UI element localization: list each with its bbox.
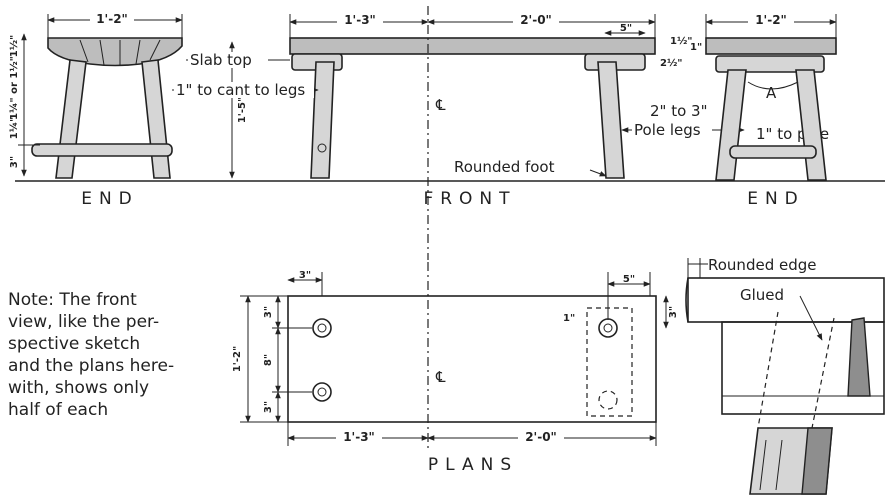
end-right-rail	[729, 145, 817, 159]
dim-leg-splay: 1¼" or 1½"	[8, 56, 20, 120]
callout-glued: Glued	[740, 286, 784, 304]
dim-plan-cleat: 5"	[623, 274, 635, 285]
note-line-2: view, like the per-	[8, 312, 159, 332]
end-left-leg-left	[55, 59, 87, 179]
detail-view: Rounded edge Glued	[685, 256, 885, 495]
front-slab	[289, 37, 656, 55]
dim-end-right-width: 1'-2"	[755, 13, 787, 27]
plan-view: 3" 1'-2" 3" 8" 3" 1'-3" 2'-0" 5" 3" 1" ℄…	[232, 262, 679, 475]
callout-pole-size: 2" to 3"	[650, 102, 707, 120]
end-left-slab	[47, 37, 183, 67]
plan-hole-bottom-left	[312, 382, 332, 402]
dim-plan-edge-left: 3"	[299, 270, 311, 281]
plan-hole-top-right	[598, 318, 618, 338]
dim-cleat-height: 2½"	[660, 58, 683, 69]
callout-rounded-foot: Rounded foot	[454, 158, 555, 176]
dim-plan-top: 3"	[263, 306, 274, 318]
note-block: Note: The front view, like the per- spec…	[8, 290, 174, 420]
callout-rounded-edge: Rounded edge	[708, 256, 816, 274]
dim-plan-center: 8"	[263, 354, 274, 366]
callout-slab-top: Slab top	[190, 51, 252, 69]
dim-end-width: 1'-2"	[96, 12, 128, 26]
dim-plan-right: 2'-0"	[525, 430, 557, 444]
plan-hole-top-left	[312, 318, 332, 338]
plan-cleat-outline	[586, 307, 633, 417]
end-view-right: A 1'-2" 1" END	[690, 13, 837, 209]
detail-cleat	[721, 321, 885, 415]
dim-plan-left: 1'-3"	[343, 430, 375, 444]
callouts-upper: Slab top 1" to cant to legs Rounded foot…	[172, 51, 829, 177]
detail-leg-hole	[757, 311, 835, 429]
dim-front-left: 1'-3"	[344, 13, 376, 27]
note-line-3: spective sketch	[8, 334, 140, 354]
detail-slab	[687, 277, 885, 323]
end-left-rail	[31, 143, 173, 157]
dim-plan-bottom: 3"	[263, 401, 274, 413]
end-right-leg-left	[715, 69, 747, 181]
dim-rail-height: 1¼"	[8, 117, 20, 140]
dim-slab-thickness: 1½"	[670, 36, 693, 47]
front-view: 1'-3" 2'-0" 5" 1½" 2½" 1'-5" ℄ FRONT	[229, 6, 693, 260]
callout-angle: A	[766, 84, 777, 102]
note-line-6: half of each	[8, 400, 108, 420]
dim-leg-top: 1½"	[9, 35, 20, 58]
label-plans: PLANS	[428, 455, 518, 475]
plan-hole-bottom-right	[598, 390, 618, 410]
callout-pole-legs: Pole legs	[634, 121, 701, 139]
end-view-left: 1'-2" 1½" 1¼" or 1½" 1¼" 3" END	[8, 12, 183, 209]
centerline-symbol-plan: ℄	[435, 368, 446, 386]
end-right-cleat	[715, 55, 825, 73]
front-leg-left	[310, 61, 335, 179]
plan-slab-outline	[287, 295, 657, 423]
label-end-left: END	[81, 189, 139, 209]
dim-rail-gap: 3"	[9, 156, 20, 168]
note-line-1: Note: The front	[8, 290, 137, 310]
callout-cant: 1" to cant to legs	[176, 81, 305, 99]
label-front: FRONT	[423, 189, 516, 209]
front-leg-right	[597, 61, 625, 179]
dim-plan-width: 1'-2"	[232, 346, 243, 372]
note-line-4: and the plans here-	[8, 356, 174, 376]
end-right-leg-right	[795, 69, 827, 181]
dim-front-height: 1'-5"	[237, 97, 248, 123]
dim-plan-cleat-side: 3"	[668, 306, 679, 318]
dim-end-right-thickness: 1"	[690, 42, 702, 53]
dim-front-end-offset: 5"	[620, 23, 632, 34]
end-left-leg-right	[141, 59, 171, 179]
centerline-symbol-front: ℄	[435, 96, 446, 114]
label-end-right: END	[747, 189, 805, 209]
end-right-slab	[705, 37, 837, 55]
dim-plan-inset: 1"	[563, 313, 575, 324]
note-line-5: with, shows only	[8, 378, 149, 398]
dim-front-right: 2'-0"	[520, 13, 552, 27]
